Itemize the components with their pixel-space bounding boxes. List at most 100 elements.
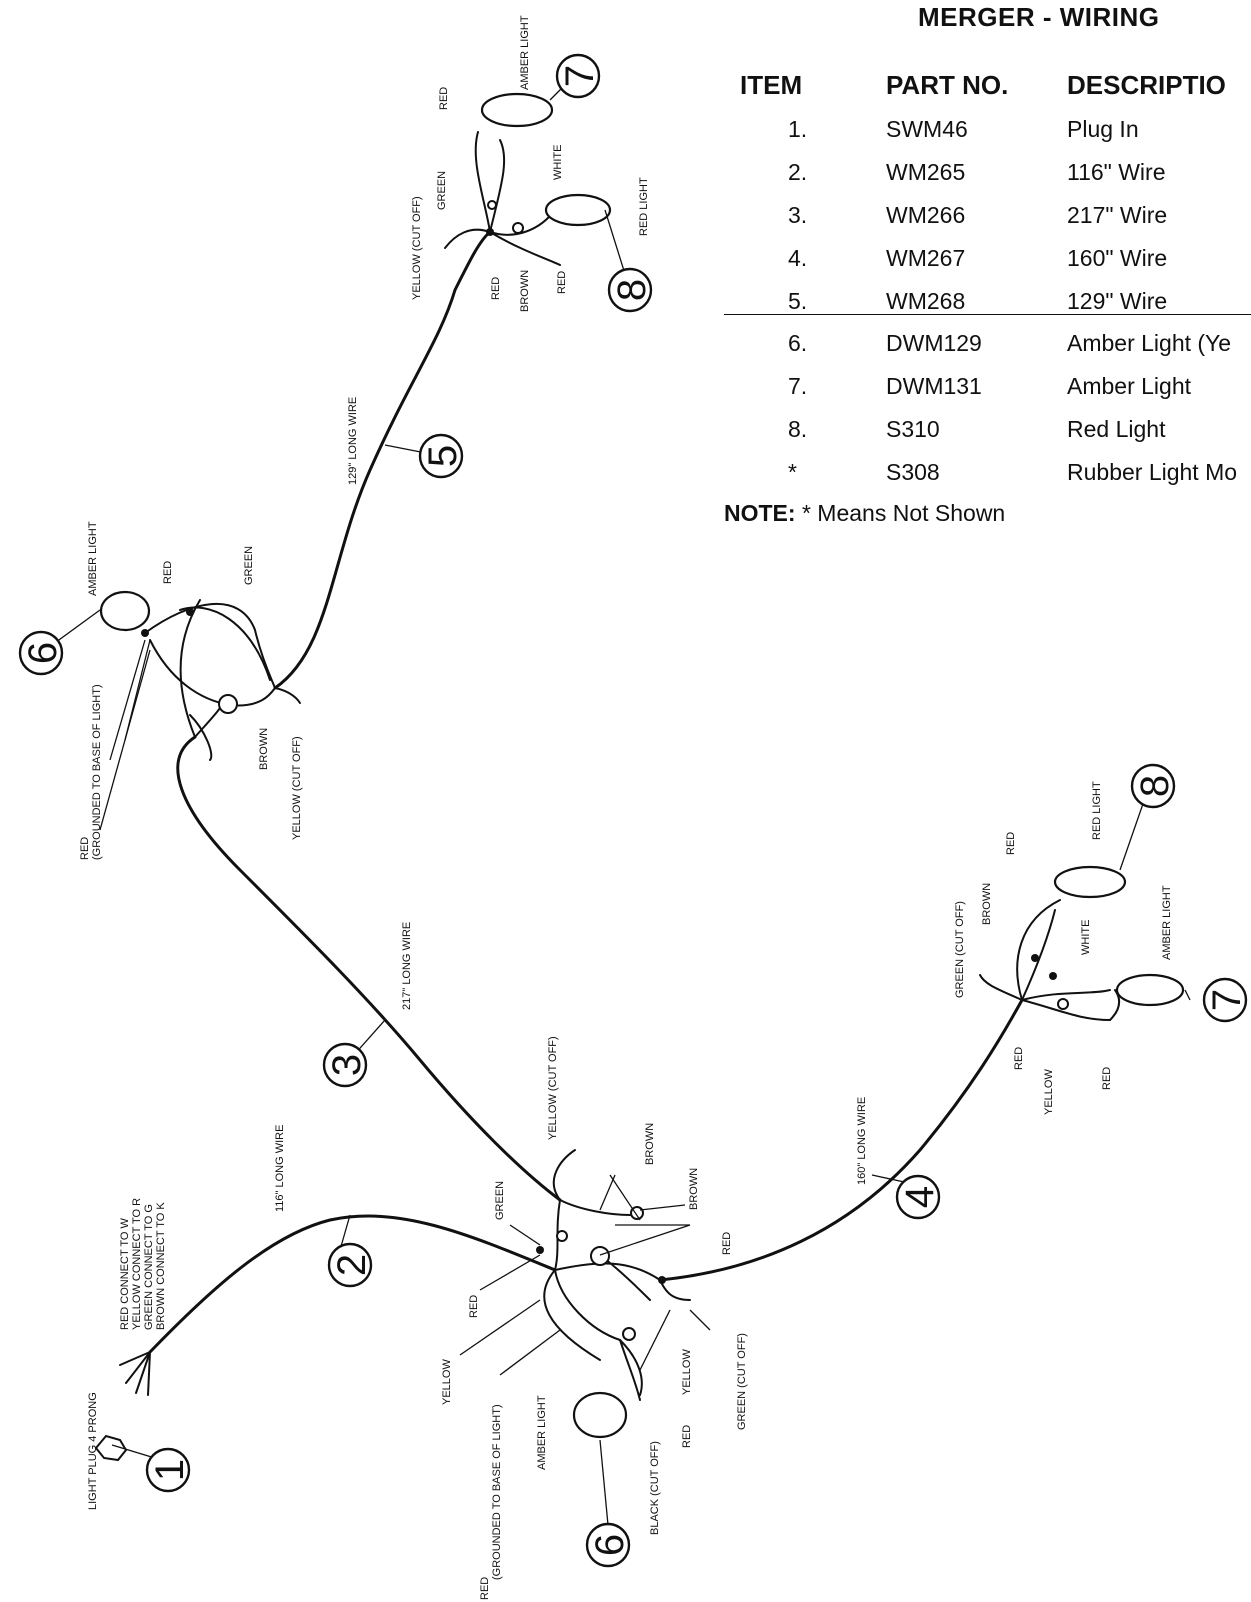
table-divider: [724, 314, 1251, 315]
description-cell: 129" Wire: [1067, 288, 1168, 314]
amber-light-lower: [572, 1391, 628, 1439]
part-cell: S308: [886, 459, 940, 485]
item-cell: 8.: [788, 416, 808, 442]
item-cell: 4.: [788, 245, 808, 271]
svg-text:3: 3: [325, 1054, 369, 1076]
red-light-top: [544, 193, 612, 227]
label-red-right-2: RED: [1013, 1047, 1025, 1070]
callout-7-top: 7: [555, 53, 602, 99]
description-cell: 160" Wire: [1067, 245, 1168, 271]
callout-circles: 1 2 3 4 5 6 6 7 7 8 8: [18, 53, 1249, 1568]
callout-8-right: 8: [1130, 763, 1177, 809]
wire-129: [273, 230, 492, 690]
label-129-wire: 129" LONG WIRE: [347, 397, 359, 485]
description-cell: Amber Light (Ye: [1067, 330, 1232, 356]
amber-light-middle: [99, 590, 151, 632]
label-white-right: WHITE: [1080, 920, 1092, 955]
label-red-2: RED: [468, 1295, 480, 1318]
lamps: [94, 92, 1185, 1462]
description-cell: Red Light: [1067, 416, 1166, 442]
label-amber-right: AMBER LIGHT: [1161, 885, 1173, 960]
wire-116: [148, 1214, 557, 1354]
callout-4: 4: [895, 1174, 942, 1220]
part-cell: WM267: [886, 245, 966, 271]
callout-7-right: 7: [1202, 977, 1249, 1023]
middle-cluster: [141, 599, 301, 761]
label-conn-yellow: YELLOW CONNECT TO R: [131, 1198, 143, 1330]
label-brown-right: BROWN: [981, 883, 993, 925]
item-cell: 1.: [788, 116, 808, 142]
label-red-top: RED: [438, 87, 450, 110]
callout-6-lower: 6: [585, 1522, 632, 1568]
label-black-cut: BLACK (CUT OFF): [649, 1441, 661, 1535]
label-grounded-lower: (GROUNDED TO BASE OF LIGHT): [491, 1404, 503, 1580]
label-grounded-middle: (GROUNDED TO BASE OF LIGHT): [91, 684, 103, 860]
label-white-top: WHITE: [552, 145, 564, 180]
table-row: 2. WM265 116" Wire: [740, 159, 1251, 201]
wire-labels: LIGHT PLUG 4 PRONG RED CONNECT TO W YELL…: [79, 15, 1173, 1600]
label-green-cut-right: GREEN (CUT OFF): [954, 901, 966, 998]
table-row: 5. WM268 129" Wire: [740, 288, 1251, 330]
label-light-plug: LIGHT PLUG 4 PRONG: [87, 1392, 99, 1510]
svg-text:5: 5: [421, 445, 465, 467]
label-red-top-2: RED: [490, 277, 502, 300]
part-cell: WM265: [886, 159, 966, 185]
red-light-right: [1053, 865, 1127, 899]
label-red-middle: RED: [162, 561, 174, 584]
part-cell: WM268: [886, 288, 966, 314]
callout-6-middle: 6: [18, 630, 65, 676]
right-cluster: [979, 899, 1121, 1021]
table-row: 3. WM266 217" Wire: [740, 202, 1251, 244]
svg-text:4: 4: [898, 1186, 942, 1208]
callout-2: 2: [327, 1242, 374, 1288]
item-cell: 6.: [788, 330, 808, 356]
label-green: GREEN: [494, 1181, 506, 1220]
lower-junction: [536, 1149, 691, 1401]
label-brown-top: BROWN: [519, 270, 531, 312]
wire-160: [658, 998, 1024, 1282]
label-conn-brown: BROWN CONNECT TO K: [155, 1202, 167, 1330]
item-cell: 2.: [788, 159, 808, 185]
label-yellow-2: YELLOW: [681, 1349, 693, 1395]
part-cell: DWM131: [886, 373, 982, 399]
label-green-middle: GREEN: [243, 546, 255, 585]
label-amber-lower: AMBER LIGHT: [536, 1395, 548, 1470]
label-green-cut: GREEN (CUT OFF): [736, 1333, 748, 1430]
label-red-right: RED: [1005, 832, 1017, 855]
plug-icon: [94, 1434, 128, 1462]
page-title: MERGER - WIRING: [918, 2, 1160, 32]
part-cell: DWM129: [886, 330, 982, 356]
description-cell: 116" Wire: [1067, 159, 1166, 185]
note-text: * Means Not Shown: [801, 500, 1006, 526]
label-yellow-cut-middle: YELLOW (CUT OFF): [291, 736, 303, 840]
svg-text:6: 6: [21, 642, 65, 664]
table-row: * S308 Rubber Light Mo: [740, 459, 1251, 501]
plug-leads: [119, 1351, 151, 1396]
label-160-wire: 160" LONG WIRE: [856, 1097, 868, 1185]
callout-1: 1: [145, 1447, 192, 1493]
svg-text:6: 6: [588, 1534, 632, 1556]
part-cell: SWM46: [886, 116, 968, 142]
label-yellow-1: YELLOW: [441, 1359, 453, 1405]
part-cell: S310: [886, 416, 940, 442]
label-red-light-right: RED LIGHT: [1091, 781, 1103, 840]
wire-harness: [148, 230, 1024, 1354]
label-green-top: GREEN: [436, 171, 448, 210]
svg-text:1: 1: [148, 1459, 192, 1481]
label-red-1: RED: [721, 1232, 733, 1255]
label-conn-red: RED CONNECT TO W: [119, 1218, 131, 1330]
description-cell: 217" Wire: [1067, 202, 1168, 228]
label-yellow-right: YELLOW: [1043, 1069, 1055, 1115]
svg-text:2: 2: [330, 1254, 374, 1276]
label-amber-top: AMBER LIGHT: [519, 15, 531, 90]
wire-217: [176, 735, 562, 1202]
table-row: 4. WM267 160" Wire: [740, 245, 1251, 287]
top-cluster: [444, 131, 561, 266]
label-brown-middle: BROWN: [258, 728, 270, 770]
callout-5: 5: [418, 433, 465, 479]
description-cell: Rubber Light Mo: [1067, 459, 1238, 485]
label-yellow-cut-top: YELLOW (CUT OFF): [411, 196, 423, 300]
header-item: ITEM: [740, 70, 803, 100]
header-description: DESCRIPTIO: [1067, 70, 1226, 100]
